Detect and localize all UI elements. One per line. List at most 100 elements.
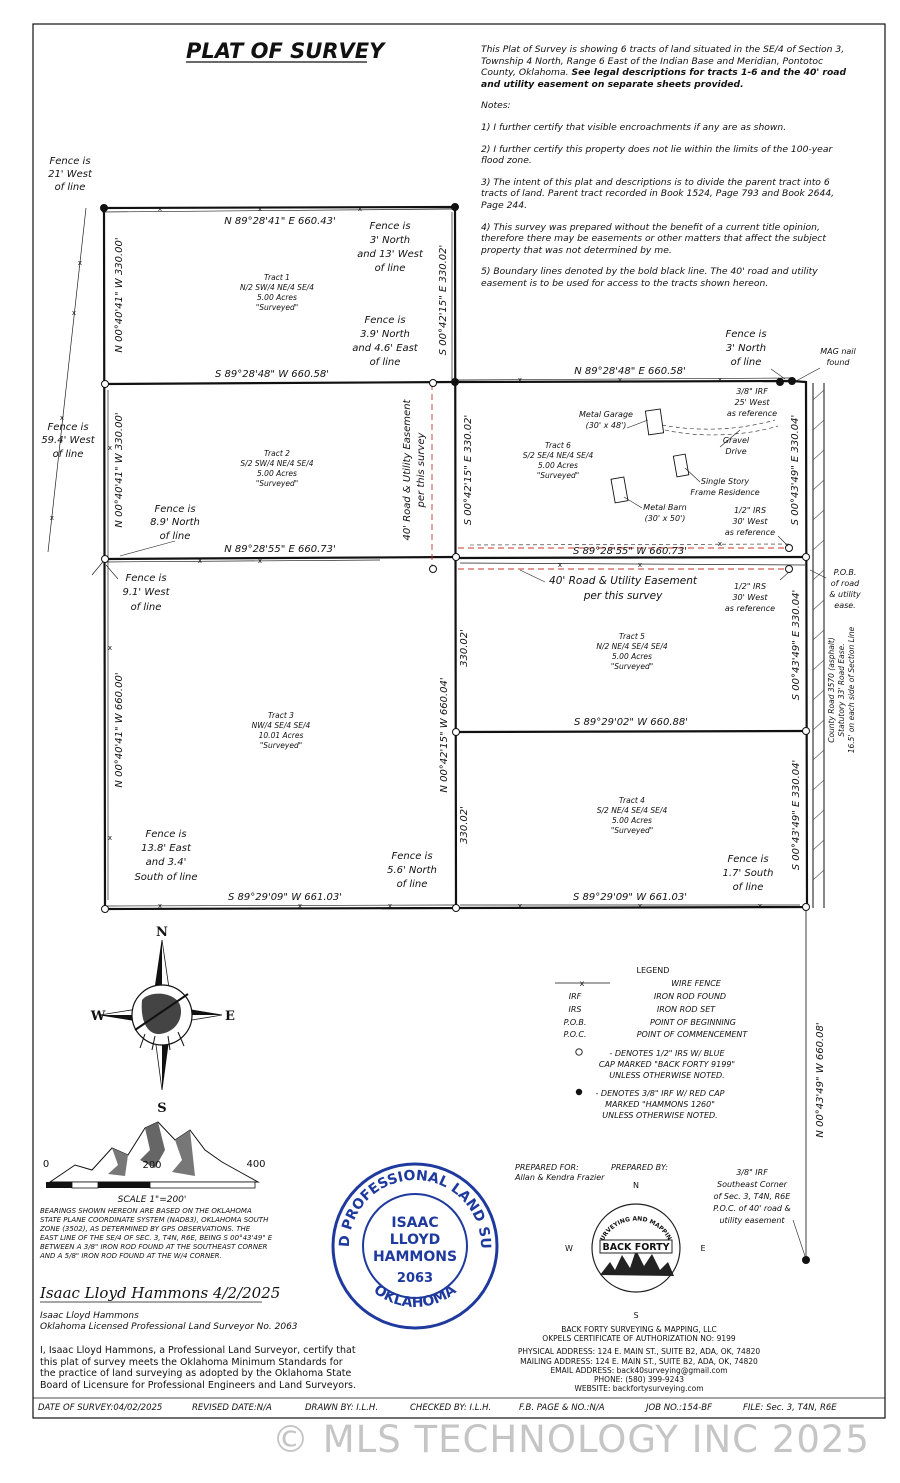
bearing-label: S 89°29'02" W 660.88'	[574, 717, 688, 728]
bearing-label: S 89°28'55" W 660.73'	[573, 546, 687, 557]
svg-text:400: 400	[246, 1159, 265, 1170]
svg-text:P.O.C. of 40' road &: P.O.C. of 40' road &	[713, 1204, 791, 1213]
bearing-label: 330.02'	[459, 806, 470, 844]
surveyor-block: Isaac Lloyd Hammons Oklahoma Licensed Pr…	[40, 1311, 298, 1333]
svg-text:x: x	[718, 540, 722, 548]
svg-text:3.9' North: 3.9' North	[360, 329, 410, 340]
svg-text:Tract 6: Tract 6	[545, 441, 571, 450]
bearing-label: S 00°43'49" E 330.04'	[791, 590, 802, 700]
svg-text:Fence is: Fence is	[364, 315, 405, 326]
svg-text:S/2 SW/4 NE/4 SE/4: S/2 SW/4 NE/4 SE/4	[240, 459, 313, 468]
bearing-label: N 89°28'41" E 660.43'	[224, 216, 336, 227]
svg-text:x: x	[72, 309, 76, 317]
svg-text:x: x	[258, 205, 262, 213]
legend-heading: LEGEND	[637, 966, 670, 975]
svg-text:x: x	[638, 561, 642, 569]
legend: LEGEND x WIRE FENCE IRF IRON ROD FOUND I…	[555, 966, 748, 1120]
note-item: 5) Boundary lines denoted by the bold bl…	[481, 266, 818, 289]
revised-date: REVISED DATE:N/A	[192, 1403, 272, 1413]
svg-text:IRF: IRF	[569, 992, 582, 1001]
legend-item: POINT OF COMMENCEMENT	[637, 1030, 749, 1039]
svg-text:S: S	[633, 1311, 638, 1320]
tract-1-label: Tract 1N/2 SW/4 NE/4 SE/4 5.00 Acres"Sur…	[240, 273, 314, 312]
svg-text:Metal Barn: Metal Barn	[643, 503, 686, 512]
svg-text:- DENOTES 1/2" IRS W/ BLUE: - DENOTES 1/2" IRS W/ BLUE	[609, 1049, 725, 1058]
irs-marker	[101, 380, 109, 388]
svg-text:(30' x 50'): (30' x 50')	[645, 514, 686, 523]
bearing-label: S 89°29'09" W 661.03'	[573, 892, 687, 903]
svg-text:of line: of line	[731, 357, 762, 368]
svg-text:of Sec. 3, T4N, R6E: of Sec. 3, T4N, R6E	[714, 1192, 792, 1201]
svg-text:x: x	[78, 259, 82, 267]
sheet-border	[32, 23, 886, 1419]
svg-text:ease.: ease.	[834, 601, 855, 610]
legend-item: IRON ROD SET	[657, 1005, 716, 1014]
svg-text:30' West: 30' West	[732, 593, 768, 602]
svg-text:P.O.B.: P.O.B.	[834, 568, 857, 577]
svg-text:x: x	[558, 561, 562, 569]
svg-text:"Surveyed": "Surveyed"	[260, 741, 302, 750]
svg-text:x: x	[518, 376, 522, 384]
svg-text:N/2 SW/4 NE/4 SE/4: N/2 SW/4 NE/4 SE/4	[240, 283, 314, 292]
svg-text:of line: of line	[375, 263, 406, 274]
svg-text:x: x	[50, 514, 54, 522]
svg-text:x: x	[580, 979, 585, 988]
svg-text:found: found	[827, 358, 851, 367]
svg-text:1/2" IRS: 1/2" IRS	[734, 582, 766, 591]
bearing-label: N 00°42'15" W 660.04'	[439, 677, 450, 792]
svg-text:of road: of road	[831, 579, 860, 588]
svg-text:x: x	[108, 644, 112, 652]
irs-marker	[785, 544, 793, 552]
svg-text:MARKED "HAMMONS 1260": MARKED "HAMMONS 1260"	[605, 1100, 715, 1109]
svg-text:and 13' West: and 13' West	[357, 249, 424, 260]
svg-text:3' North: 3' North	[726, 343, 766, 354]
svg-text:ISAAC: ISAAC	[391, 1215, 438, 1231]
tract-6-label: Tract 6S/2 SE/4 NE/4 SE/4 5.00 Acres"Sur…	[523, 441, 594, 480]
svg-text:of line: of line	[55, 182, 86, 193]
svg-text:Statutory 33' Road Ease.: Statutory 33' Road Ease.	[837, 643, 846, 736]
note-item: 3) The intent of this plat and descripti…	[481, 176, 835, 211]
svg-text:P.O.B.: P.O.B.	[564, 1018, 587, 1027]
svg-text:Fence is: Fence is	[145, 829, 186, 840]
svg-text:5.6' North: 5.6' North	[387, 865, 437, 876]
irs-marker	[802, 553, 810, 561]
back-forty-logo-text: BACK FORTY	[602, 1242, 669, 1253]
svg-text:E: E	[700, 1244, 705, 1253]
svg-text:1.7' South: 1.7' South	[723, 868, 774, 879]
svg-text:S/2 SE/4 NE/4 SE/4: S/2 SE/4 NE/4 SE/4	[523, 451, 594, 460]
svg-text:Fence is: Fence is	[125, 573, 166, 584]
bearing-label: S 89°29'09" W 661.03'	[228, 892, 342, 903]
metal-garage-label: Metal Garage(30' x 48')	[579, 410, 633, 430]
legend-item: WIRE FENCE	[671, 979, 722, 988]
tract-3-label: Tract 3NW/4 SE/4 SE/4 10.01 Acres"Survey…	[252, 711, 311, 750]
bearing-label: S 00°42'15" E 330.02'	[438, 245, 449, 355]
svg-text:UNLESS OTHERWISE NOTED.: UNLESS OTHERWISE NOTED.	[609, 1071, 724, 1080]
svg-text:Fence is: Fence is	[47, 422, 88, 433]
scale-label: SCALE 1"=200'	[118, 1195, 187, 1205]
svg-text:5.00 Acres: 5.00 Acres	[612, 652, 652, 661]
svg-text:21' West: 21' West	[48, 169, 93, 180]
svg-text:"Surveyed": "Surveyed"	[537, 471, 579, 480]
svg-text:x: x	[258, 557, 262, 565]
svg-text:30' West: 30' West	[732, 517, 768, 526]
svg-text:x: x	[60, 414, 64, 422]
svg-text:UNLESS OTHERWISE NOTED.: UNLESS OTHERWISE NOTED.	[602, 1111, 717, 1120]
irs-marker	[452, 553, 460, 561]
job-number: JOB NO.:154-BF	[644, 1403, 712, 1413]
survey-notes: This Plat of Survey is showing 6 tracts …	[481, 44, 853, 300]
svg-text:of line: of line	[131, 602, 162, 613]
svg-text:(30' x 48'): (30' x 48')	[586, 421, 627, 430]
svg-text:of line: of line	[160, 531, 191, 542]
irs-marker	[802, 903, 810, 911]
svg-text:Tract 3: Tract 3	[268, 711, 294, 720]
